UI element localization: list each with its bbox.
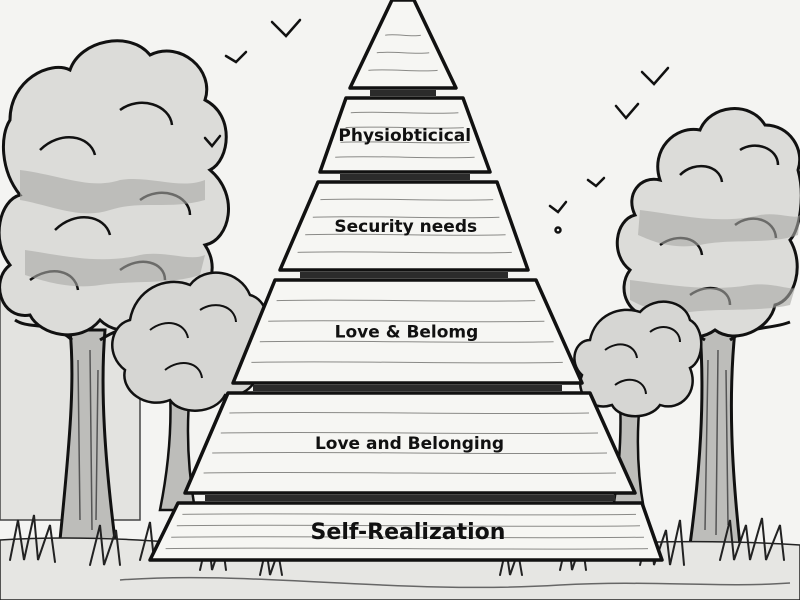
wood-grain: [259, 340, 554, 343]
wood-grain: [176, 524, 641, 527]
bird-dot: [554, 226, 562, 234]
bird-icon: [270, 18, 302, 38]
pyramid-level-6: Self-Realization: [148, 501, 664, 562]
wood-grain: [320, 198, 494, 201]
pyramid-plank: [183, 391, 637, 495]
pyramid-level-3: Security needs: [278, 180, 530, 278]
wood-grain: [212, 451, 608, 455]
pyramid-level-label: Love and Belonging: [315, 434, 504, 454]
pyramid-level-1: [348, 0, 458, 96]
pyramid-level-4: Love & Belomg: [231, 278, 584, 391]
wood-grain: [305, 233, 506, 236]
level-gap-shadow: [253, 385, 562, 391]
wood-grain: [312, 216, 500, 219]
pyramid-plank: [318, 96, 492, 174]
wood-grain: [229, 411, 590, 415]
wood-grain: [345, 126, 464, 129]
pyramid-level-label: Love & Belomg: [335, 322, 479, 342]
left-tree: [0, 39, 230, 542]
wood-grain: [335, 156, 475, 159]
level-gap-shadow: [300, 272, 508, 278]
wood-grain: [368, 69, 438, 72]
bird-icon: [548, 200, 568, 214]
bird-icon: [640, 66, 670, 86]
wood-grain: [376, 51, 430, 54]
pyramid-plank: [148, 501, 664, 562]
wood-grain: [385, 34, 421, 37]
wood-grain: [251, 361, 563, 364]
wood-grain: [276, 299, 536, 302]
bird-icon: [224, 50, 248, 64]
pyramid-level-label: Physiobticical: [338, 126, 471, 146]
bird-icon: [203, 134, 222, 148]
right-tree: [615, 107, 800, 547]
pyramid-level-label: Security needs: [334, 217, 477, 237]
level-gap-shadow: [340, 174, 470, 180]
wood-grain: [268, 320, 545, 323]
wood-grain: [203, 471, 617, 475]
wood-grain: [350, 111, 459, 114]
wood-grain: [297, 251, 512, 254]
wood-grain: [220, 431, 599, 435]
pyramid-plank: [348, 0, 458, 90]
pyramid-level-label: Self-Realization: [311, 520, 506, 545]
level-gap-shadow: [205, 495, 615, 501]
wood-grain: [171, 536, 645, 539]
wood-grain: [182, 513, 637, 516]
pyramid-plank: [278, 180, 530, 272]
level-gap-shadow: [370, 90, 436, 96]
wood-grain: [340, 141, 470, 144]
bird-icon: [614, 102, 640, 120]
pyramid-level-2: Physiobticical: [318, 96, 492, 180]
pyramid-plank: [231, 278, 584, 385]
pyramid-level-5: Love and Belonging: [183, 391, 637, 501]
wood-grain: [165, 547, 649, 550]
birds: [203, 18, 670, 234]
bird-icon: [586, 176, 606, 188]
